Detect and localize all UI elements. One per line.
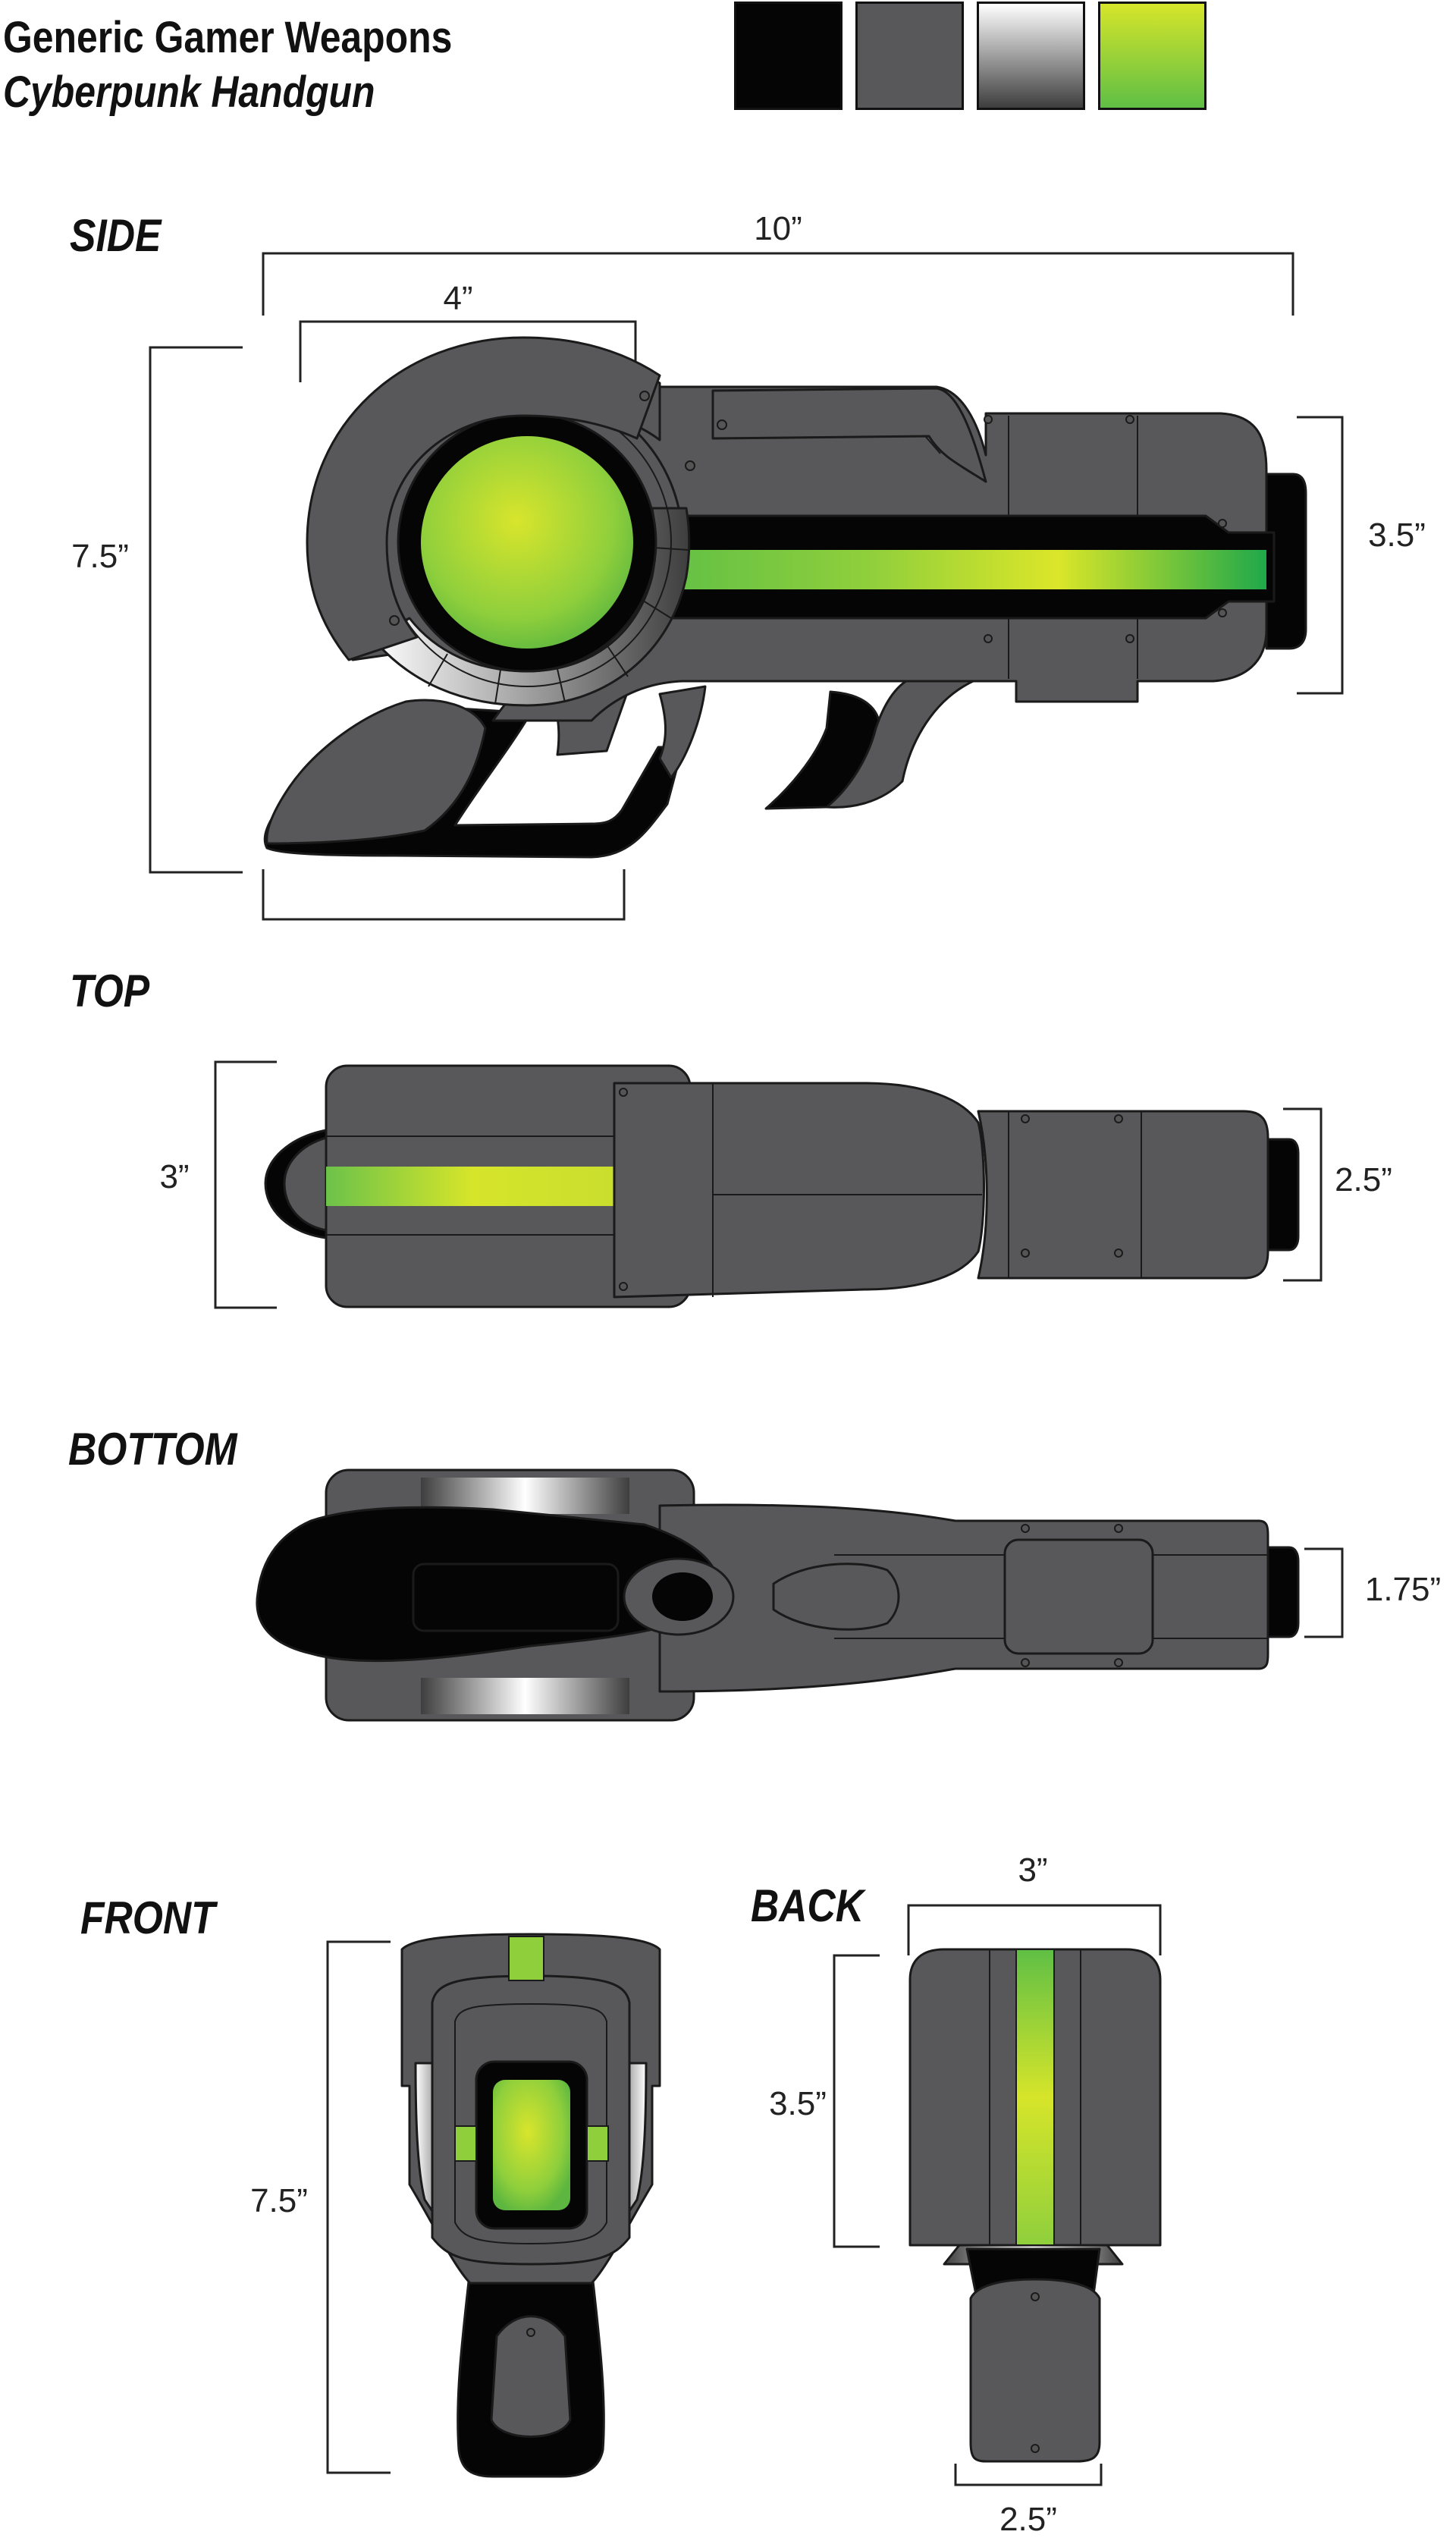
top-barrel xyxy=(977,1110,1269,1280)
dim-back-height-line xyxy=(833,1954,880,2248)
dim-side-drum-line xyxy=(299,320,637,382)
dim-back-width-line xyxy=(907,1904,1162,1955)
side-lens xyxy=(421,436,633,649)
label-top: TOP xyxy=(70,966,150,1016)
dim-top-width-line xyxy=(214,1060,277,1309)
dim-side-height-line xyxy=(149,346,243,874)
dim-side-barrel: 3.5” xyxy=(1368,517,1426,554)
bottom-trigger-pad xyxy=(772,1563,900,1631)
side-bolts xyxy=(389,391,1227,643)
top-bolts xyxy=(619,1088,1123,1291)
swatch-gray-fill xyxy=(858,4,962,108)
dim-side-length-line xyxy=(262,252,1294,316)
bottom-bolts xyxy=(1021,1524,1123,1667)
swatch-chrome xyxy=(977,2,1085,110)
front-view: 7.5” xyxy=(250,1933,661,2478)
swatch-green-fill xyxy=(1100,4,1204,108)
dim-front-height: 7.5” xyxy=(250,2182,308,2219)
side-trigger xyxy=(658,685,707,779)
dim-back-grip: 2.5” xyxy=(999,2501,1057,2538)
side-energy-bar xyxy=(652,550,1266,589)
bottom-hammer-hole xyxy=(652,1572,713,1621)
front-side-light-right xyxy=(586,2125,609,2162)
bottom-chrome-bottom xyxy=(421,1678,629,1714)
side-front-grip xyxy=(825,677,980,809)
front-grip-bolt xyxy=(526,2328,535,2337)
side-view: 10” 4” 7.5” 3.5” xyxy=(71,210,1426,921)
dim-back-grip-line xyxy=(954,2464,1103,2486)
front-lens xyxy=(493,2080,570,2210)
dim-side-height: 7.5” xyxy=(71,538,129,575)
dim-front-height-line xyxy=(326,1940,391,2474)
swatch-black xyxy=(734,2,843,110)
bottom-view: 1.75” xyxy=(256,1468,1441,1722)
label-side: SIDE xyxy=(70,210,162,261)
dim-bottom-line xyxy=(1304,1547,1344,1638)
swatch-chrome-fill xyxy=(979,4,1083,108)
label-front: FRONT xyxy=(80,1892,215,1943)
top-energy-bar xyxy=(326,1167,618,1206)
bottom-receiver xyxy=(658,1503,1269,1693)
top-rear-cap-face xyxy=(283,1136,328,1232)
bottom-grip-slot xyxy=(412,1563,620,1632)
label-bottom: BOTTOM xyxy=(68,1424,237,1475)
side-top-plate-edge xyxy=(712,435,941,454)
bottom-muzzle xyxy=(1266,1546,1300,1638)
side-grip-plate xyxy=(265,699,487,845)
side-top-plate xyxy=(711,387,987,483)
back-view: 3” 3.5” 2.5” xyxy=(769,1852,1162,2538)
dim-side-drum: 4” xyxy=(443,280,472,317)
back-grip xyxy=(969,2278,1101,2463)
label-back: BACK xyxy=(751,1880,864,1931)
back-grip-bolt-top xyxy=(1031,2292,1040,2301)
dim-back-height: 3.5” xyxy=(769,2085,827,2122)
top-muzzle xyxy=(1266,1138,1300,1252)
back-energy-strip xyxy=(1015,1949,1055,2246)
back-grip-bolt-bottom xyxy=(1031,2444,1040,2453)
sheet-title: Generic Gamer Weapons xyxy=(3,13,453,62)
dim-side-barrel-line xyxy=(1297,416,1344,695)
front-side-light-left xyxy=(454,2125,477,2162)
top-view: 3” 2.5” xyxy=(159,1060,1392,1309)
swatch-green xyxy=(1098,2,1207,110)
top-receiver xyxy=(613,1082,985,1299)
dim-side-grip-line xyxy=(262,869,626,921)
dim-top-width: 3” xyxy=(159,1158,189,1195)
front-grip-face xyxy=(490,2315,572,2438)
dim-top-barrel-line xyxy=(1283,1107,1323,1282)
front-top-strip xyxy=(508,1936,544,1981)
dim-top-barrel: 2.5” xyxy=(1335,1161,1392,1198)
bottom-front-grip xyxy=(1003,1538,1154,1655)
side-drum-cover xyxy=(306,336,661,661)
dim-side-length: 10” xyxy=(754,210,802,247)
dim-back-width: 3” xyxy=(1018,1852,1047,1889)
sheet-subtitle: Cyberpunk Handgun xyxy=(3,68,375,117)
swatch-gray xyxy=(855,2,964,110)
front-housing-inner xyxy=(454,2002,607,2245)
side-muzzle xyxy=(1265,473,1307,650)
swatch-black-fill xyxy=(736,4,840,108)
dim-bottom-muzzle: 1.75” xyxy=(1365,1571,1441,1608)
